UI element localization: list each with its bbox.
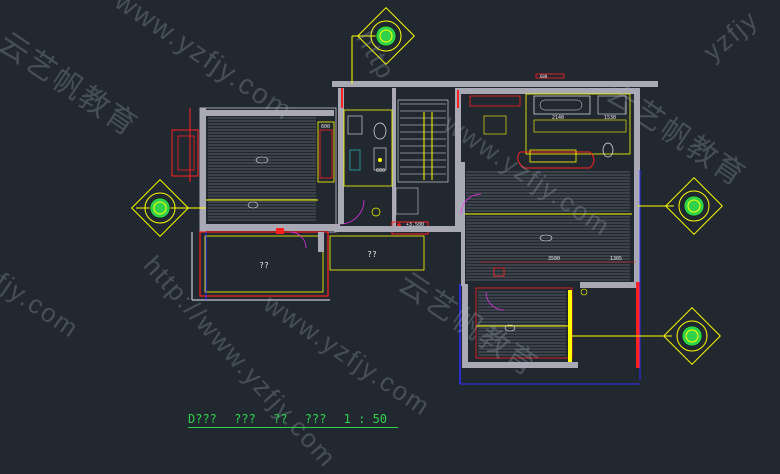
bay-window <box>171 129 199 177</box>
level-tag: +3.500 <box>406 222 424 228</box>
compass-marker-left <box>131 179 206 237</box>
room-label-terrace-mid: ?? <box>367 250 377 259</box>
toilet-right-icon <box>602 142 614 158</box>
title-scale: 1 : 50 <box>343 412 388 426</box>
mid-terrace: ?? <box>318 232 425 271</box>
dim-3500: 3500 <box>548 256 560 262</box>
left-room: 600 <box>171 107 365 233</box>
floor-plan: 600 ?? ?? <box>171 81 658 385</box>
compass-marker-top <box>351 7 415 84</box>
title-underline <box>188 427 398 428</box>
cad-drawing-canvas: 600 ?? ?? <box>131 7 723 385</box>
title-part-3: ?? <box>273 412 288 426</box>
wardrobe-left <box>317 121 335 183</box>
lower-right-room <box>459 282 640 385</box>
toilet-icon <box>373 122 387 140</box>
title-part-2: ??? <box>234 412 256 426</box>
svg-text:600: 600 <box>321 124 330 130</box>
room-label-terrace-left: ?? <box>259 261 269 270</box>
dim-2140: 2140 <box>552 115 564 121</box>
drawing-title: D??? ??? ?? ??? 1 : 50 <box>188 412 397 426</box>
left-terrace: ?? <box>191 228 330 301</box>
right-master-room: 2140 1530 3500 1305 <box>460 88 640 286</box>
center-core: 600 +3.500 <box>334 88 462 235</box>
dim-600: 600 <box>540 74 548 79</box>
compass-marker-right-upper <box>638 177 723 235</box>
title-part-4: ??? <box>304 412 327 426</box>
dim-1530: 1530 <box>604 115 616 121</box>
compass-marker-right-lower <box>572 307 721 365</box>
dim-1305: 1305 <box>610 256 622 262</box>
bathtub-icon <box>533 95 591 115</box>
roof-slab <box>332 81 658 87</box>
title-code: D??? <box>188 412 217 426</box>
svg-text:600: 600 <box>376 168 385 174</box>
